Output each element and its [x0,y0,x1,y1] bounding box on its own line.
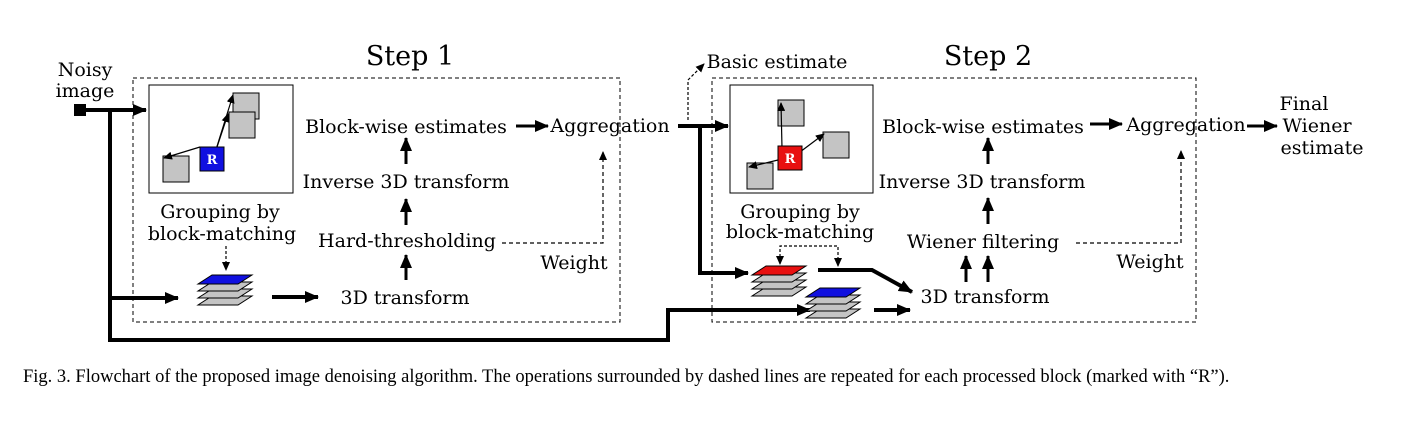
step1-weight-path [502,151,607,244]
step2-weight-label: Weight [1116,251,1184,273]
step2-grouping-label-line1: Grouping by [740,201,860,223]
figure-caption: Fig. 3. Flowchart of the proposed image … [23,367,1230,387]
step1-transform-label: 3D transform [341,287,470,309]
step2-filter-label: Wiener filtering [907,231,1059,253]
step1-weight-label: Weight [540,252,608,274]
step2-blue-block-stack [804,287,862,319]
step1-dashed-box [132,77,621,323]
step2-matched-blocks [746,99,850,190]
step1-aggregation-label: Aggregation [549,115,669,137]
step1-matched-blocks [162,92,260,183]
step2-weight-path [1076,150,1185,244]
step1-grouping-label-line2: block-matching [148,223,296,245]
step2-grouping-label-line2: block-matching [726,221,874,243]
noisy-image-label-line1: Noisy [58,59,113,81]
step2-title: Step 2 [944,41,1032,72]
output-label-line2: Wiener [1282,115,1352,137]
step2-inverse-transform-label: Inverse 3D transform [879,171,1086,193]
output-label-line1: Final [1280,93,1329,115]
basic-estimate-label: Basic estimate [707,51,848,73]
step1-grouping-label-line1: Grouping by [160,201,280,223]
step2-block-estimates-label: Block-wise estimates [882,116,1084,138]
input-square [74,104,86,116]
flowchart-diagram: Step 1 Step 2 Noisy image R Grouping by … [56,41,1364,342]
step2-transform-label: 3D transform [921,286,1050,308]
step1-filter-label: Hard-thresholding [318,230,496,252]
step2-reference-block [777,145,803,171]
step1-title: Step 1 [366,41,454,72]
step1-block-estimates-label: Block-wise estimates [305,116,507,138]
step2-reference-label: R [785,152,796,167]
output-label-line3: estimate [1281,137,1364,159]
input-to-step2-path [108,298,811,342]
noisy-image-label-line2: image [56,80,115,102]
basic-estimate-dashed-arrow [687,63,705,120]
basic-estimate-to-step2-stack-arrow [698,126,749,279]
step2-red-block-stack [750,265,808,297]
step2-match-lines [748,102,825,170]
step2-grouping-to-stacks-bracket [779,245,839,262]
step1-block-stack [196,274,254,306]
step1-reference-block [199,146,225,172]
step2-aggregation-label: Aggregation [1125,114,1245,136]
step1-inverse-transform-label: Inverse 3D transform [303,171,510,193]
step2-red-stack-to-transform-arrow [818,268,913,294]
step1-reference-label: R [207,153,218,168]
step2-dashed-box [711,77,1197,323]
